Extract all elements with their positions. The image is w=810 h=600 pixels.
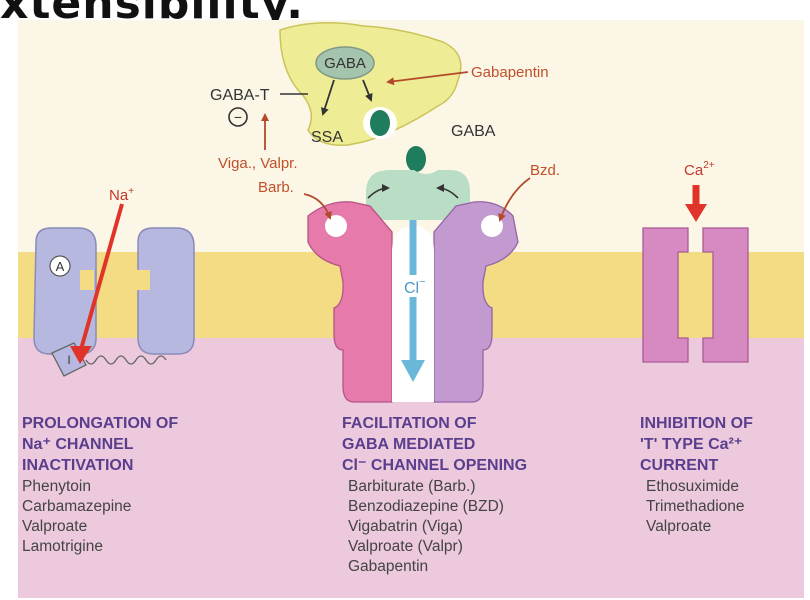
ca-mechanism-heading-line2: 'T' TYPE Ca²⁺ [640, 436, 742, 453]
gabapentin-label: Gabapentin [471, 64, 549, 81]
inhibition-minus-sign: − [234, 109, 242, 125]
viga-valpr-label: Viga., Valpr. [218, 155, 298, 172]
drug-list-item: Valproate [646, 518, 711, 535]
drug-list-item: Vigabatrin (Viga) [348, 518, 463, 535]
gaba-vesicle-label: GABA [324, 55, 366, 72]
gaba-molecule-released-icon [370, 110, 390, 136]
na-channel-notch-left [80, 270, 94, 290]
na-mechanism-heading-line2: Na⁺ CHANNEL [22, 436, 134, 453]
gaba-t-label: GABA-T [210, 87, 270, 104]
drug-list-item: Ethosuximide [646, 478, 739, 495]
gaba-mechanism-heading-line3: Cl⁻ CHANNEL OPENING [342, 457, 527, 474]
na-mechanism-heading-line1: PROLONGATION OF [22, 415, 178, 432]
ca-mechanism-heading-line3: CURRENT [640, 457, 718, 474]
na-channel-right-subunit [138, 228, 194, 354]
drug-list-item: Trimethadione [646, 498, 745, 515]
na-channel-notch-right [136, 270, 150, 290]
gaba-molecule-bound-icon [406, 146, 426, 172]
antiepileptic-mechanism-figure: GABA SSA Gabapentin GABA-T − Viga., Valp… [18, 20, 804, 598]
inactivation-gate-label: I [67, 353, 70, 367]
drug-list-item: Gabapentin [348, 558, 428, 575]
barbiturate-site-icon [325, 215, 347, 237]
barb-label: Barb. [258, 179, 294, 196]
drug-list-item: Benzodiazepine (BZD) [348, 498, 504, 515]
ca-mechanism-heading-line1: INHIBITION OF [640, 415, 753, 432]
drug-list-item: Valproate [22, 518, 87, 535]
drug-list-item: Valproate (Valpr) [348, 538, 463, 555]
activation-gate-label: A [56, 259, 65, 274]
ssa-label: SSA [311, 129, 343, 146]
mechanism-diagram: GABA SSA Gabapentin GABA-T − Viga., Valp… [18, 20, 804, 598]
gaba-mechanism-heading-line2: GABA MEDIATED [342, 436, 475, 453]
drug-list-item: Phenytoin [22, 478, 91, 495]
drug-list-item: Lamotrigine [22, 538, 103, 555]
gaba-mechanism-heading-line1: FACILITATION OF [342, 415, 477, 432]
na-mechanism-heading-line3: INACTIVATION [22, 457, 133, 474]
drug-list-item: Carbamazepine [22, 498, 131, 515]
drug-list-item: Barbiturate (Barb.) [348, 478, 476, 495]
gaba-bound-label: GABA [451, 123, 496, 140]
bzd-label: Bzd. [530, 162, 560, 179]
